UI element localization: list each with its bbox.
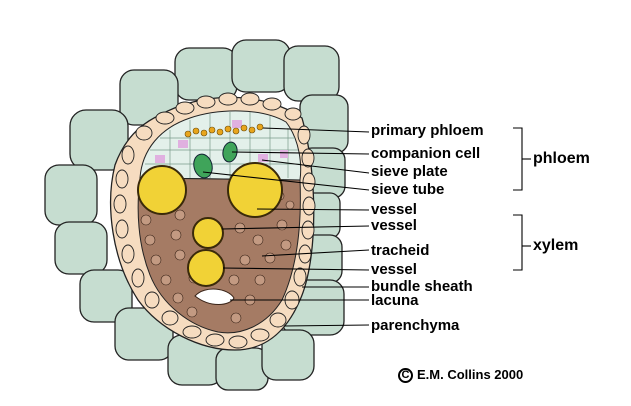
- copyright-icon: C: [398, 367, 413, 383]
- parenchyma-cell: [174, 47, 238, 101]
- vessel-lower: [187, 249, 225, 287]
- group-label-phloem: phloem: [533, 150, 590, 167]
- parenchyma-cell: [215, 347, 269, 391]
- parenchyma-cell: [283, 45, 340, 102]
- parenchyma-cell: [54, 221, 108, 275]
- parenchyma-cell: [231, 39, 291, 93]
- label-sieve-plate: sieve plate: [371, 163, 448, 180]
- group-brackets: [513, 127, 531, 271]
- lacuna-space: [194, 288, 235, 305]
- copyright-credit: C E.M. Collins 2000: [398, 367, 523, 383]
- bundle-sheath-cells: [113, 92, 316, 349]
- label-vessel-2: vessel: [371, 217, 417, 234]
- label-vessel-3: vessel: [371, 261, 417, 278]
- parenchyma-cell: [44, 164, 98, 226]
- credit-text: E.M. Collins 2000: [417, 367, 524, 382]
- phloem-pink-cells: [155, 120, 288, 163]
- label-parenchyma: parenchyma: [371, 317, 460, 334]
- xylem-bracket: [513, 214, 523, 271]
- companion-cell: [193, 153, 213, 179]
- phloem-bracket: [513, 127, 523, 191]
- label-vessel-1: vessel: [371, 201, 417, 218]
- vessel-middle: [192, 217, 224, 249]
- sieve-plate: [184, 123, 264, 138]
- label-lacuna: lacuna: [371, 292, 419, 309]
- label-primary-phloem: primary phloem: [371, 122, 484, 139]
- label-sieve-tube: sieve tube: [371, 181, 445, 198]
- label-tracheid: tracheid: [371, 242, 430, 259]
- vessel-left: [137, 165, 187, 215]
- label-bundle-sheath: bundle sheath: [371, 278, 473, 295]
- parenchyma-cell: [79, 269, 133, 323]
- label-companion-cell: companion cell: [371, 145, 481, 162]
- label-leader-lines: [202, 127, 370, 327]
- group-label-xylem: xylem: [533, 237, 579, 254]
- parenchyma-cell: [261, 329, 315, 381]
- companion-cell: [222, 141, 238, 163]
